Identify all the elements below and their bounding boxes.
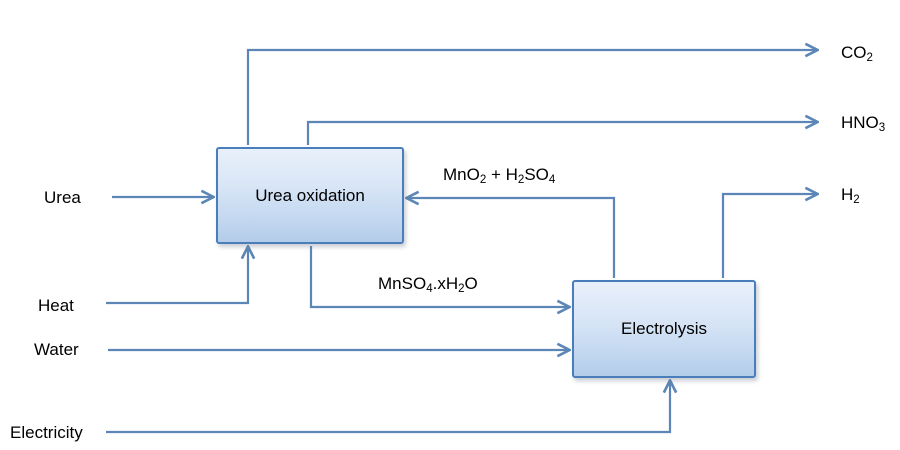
connector-electricity-input: [106, 380, 670, 434]
output-label-hno3-text: HNO: [841, 113, 879, 132]
input-label-urea: Urea: [44, 188, 81, 207]
output-label-h2-text: H: [841, 185, 854, 204]
connector-mno2-h2so4-recycle: [406, 198, 616, 278]
process-node-label: Electrolysis: [621, 319, 707, 338]
connector-heat-input: [106, 246, 248, 305]
process-node-electrolysis[interactable]: Electrolysis: [572, 280, 756, 378]
connector-mnso4-xh2o-stream: [309, 246, 570, 307]
stream-label-mno2-h2so4: MnO2 + H2SO4: [443, 165, 556, 187]
output-label-co2-subscript: 2: [866, 52, 873, 65]
process-node-label: Urea oxidation: [255, 185, 365, 205]
connector-h2-output: [721, 194, 818, 278]
output-label-hno3-subscript: 3: [878, 122, 886, 135]
connector-hno3-output: [306, 122, 818, 145]
output-label-hno3: HNO3: [841, 114, 885, 135]
input-label-water: Water: [34, 340, 79, 359]
output-label-co2-text: CO: [841, 43, 867, 62]
output-label-co2: CO2: [841, 44, 873, 65]
input-label-heat: Heat: [38, 296, 74, 315]
output-label-h2: H2: [841, 186, 860, 207]
process-node-urea-oxidation[interactable]: Urea oxidation: [216, 147, 404, 244]
stream-label-mnso4-xh2o: MnSO4.xH2O: [378, 274, 478, 296]
input-label-electricity: Electricity: [10, 423, 83, 442]
connector-co2-output: [246, 50, 818, 145]
output-label-h2-subscript: 2: [853, 194, 860, 207]
